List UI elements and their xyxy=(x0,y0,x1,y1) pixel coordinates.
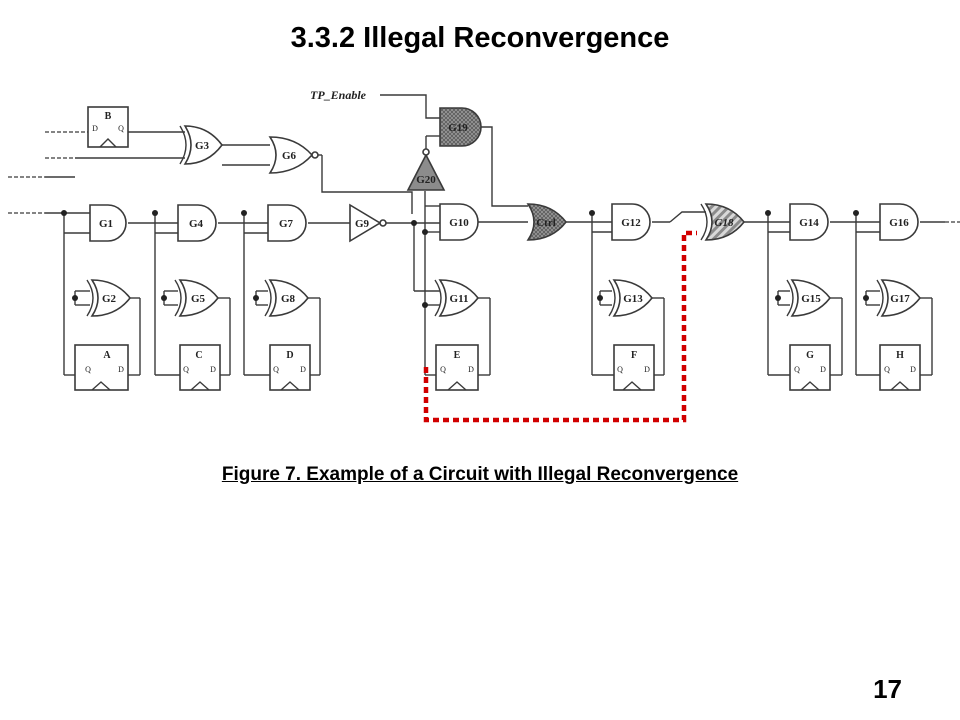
gate-g5: G5 xyxy=(174,279,220,317)
page-number: 17 xyxy=(873,674,902,704)
svg-text:G9: G9 xyxy=(355,218,370,230)
svg-text:G12: G12 xyxy=(621,217,641,229)
figure-caption: Figure 7. Example of a Circuit with Ille… xyxy=(221,464,739,485)
flipflop-a: A Q D xyxy=(74,344,129,391)
flipflop-b-label: B xyxy=(105,111,112,122)
svg-text:H: H xyxy=(896,350,904,361)
svg-text:G15: G15 xyxy=(801,293,821,305)
flipflop-d: D Q D xyxy=(269,344,311,391)
svg-text:Q: Q xyxy=(617,365,623,374)
gate-g15: G15 xyxy=(786,279,832,317)
gate-g4: G4 xyxy=(177,204,217,242)
gate-g14: G14 xyxy=(789,203,829,241)
svg-text:D: D xyxy=(286,350,293,361)
gate-g2: G2 xyxy=(86,279,132,317)
junction-dots xyxy=(61,210,869,308)
flipflop-e: E Q D xyxy=(435,344,479,391)
gate-g20: G20 xyxy=(406,148,446,191)
svg-text:G4: G4 xyxy=(189,218,204,230)
gate-g12: G12 xyxy=(611,203,651,241)
svg-text:G1: G1 xyxy=(99,218,113,230)
gate-g17: G17 xyxy=(876,279,922,317)
svg-text:Q: Q xyxy=(273,365,279,374)
svg-text:Q: Q xyxy=(440,365,446,374)
svg-text:F: F xyxy=(631,350,637,361)
svg-text:E: E xyxy=(454,350,461,361)
svg-text:G17: G17 xyxy=(890,293,910,305)
svg-text:G6: G6 xyxy=(282,150,297,162)
svg-text:Q: Q xyxy=(85,365,91,374)
svg-text:G11: G11 xyxy=(450,293,469,305)
svg-text:G16: G16 xyxy=(889,217,909,229)
gate-g18: G18 xyxy=(700,203,746,241)
gate-g10: G10 xyxy=(439,203,479,241)
svg-text:A: A xyxy=(103,350,111,361)
svg-text:C: C xyxy=(195,350,202,361)
gate-g19: G19 xyxy=(439,107,482,147)
svg-text:G14: G14 xyxy=(799,217,819,229)
gate-g1: G1 xyxy=(89,204,127,242)
svg-text:G8: G8 xyxy=(281,293,296,305)
svg-text:D: D xyxy=(468,365,474,374)
svg-text:D: D xyxy=(92,124,98,133)
svg-text:G3: G3 xyxy=(195,140,210,152)
svg-text:G7: G7 xyxy=(279,218,294,230)
slide-title: 3.3.2 Illegal Reconvergence xyxy=(290,22,670,54)
gate-ctrl: Ctrl xyxy=(526,203,568,241)
flipflop-g: G Q D xyxy=(789,344,831,391)
svg-text:D: D xyxy=(118,365,124,374)
svg-text:Q: Q xyxy=(884,365,890,374)
gate-g11: G11 xyxy=(434,279,480,317)
svg-text:D: D xyxy=(300,365,306,374)
gate-g9: G9 xyxy=(349,203,387,243)
svg-text:Q: Q xyxy=(183,365,189,374)
svg-text:D: D xyxy=(644,365,650,374)
gate-g3: G3 xyxy=(179,125,223,165)
illegal-reconvergence-path xyxy=(423,230,697,423)
gate-g7: G7 xyxy=(267,204,307,242)
flipflop-c: C Q D xyxy=(179,344,221,391)
svg-text:D: D xyxy=(910,365,916,374)
flipflop-b: B D Q xyxy=(87,106,129,148)
flipflop-h: H Q D xyxy=(879,344,921,391)
svg-text:D: D xyxy=(820,365,826,374)
svg-text:Q: Q xyxy=(794,365,800,374)
gate-g16: G16 xyxy=(879,203,919,241)
svg-text:Q: Q xyxy=(118,124,124,133)
wires xyxy=(45,94,960,376)
svg-text:G2: G2 xyxy=(102,293,117,305)
gate-g6: G6 xyxy=(268,136,319,174)
svg-text:G19: G19 xyxy=(448,122,468,134)
svg-text:Ctrl: Ctrl xyxy=(536,217,556,229)
svg-text:D: D xyxy=(210,365,216,374)
tp-enable-label: TP_Enable xyxy=(310,88,367,102)
svg-text:G13: G13 xyxy=(623,293,643,305)
svg-text:G5: G5 xyxy=(191,293,206,305)
svg-text:G20: G20 xyxy=(416,174,436,186)
svg-text:G: G xyxy=(806,350,814,361)
input-stubs xyxy=(8,131,88,214)
svg-text:G10: G10 xyxy=(449,217,469,229)
gate-g13: G13 xyxy=(608,279,654,317)
flipflop-f: F Q D xyxy=(613,344,655,391)
svg-text:G18: G18 xyxy=(715,217,734,229)
gate-g8: G8 xyxy=(264,279,310,317)
